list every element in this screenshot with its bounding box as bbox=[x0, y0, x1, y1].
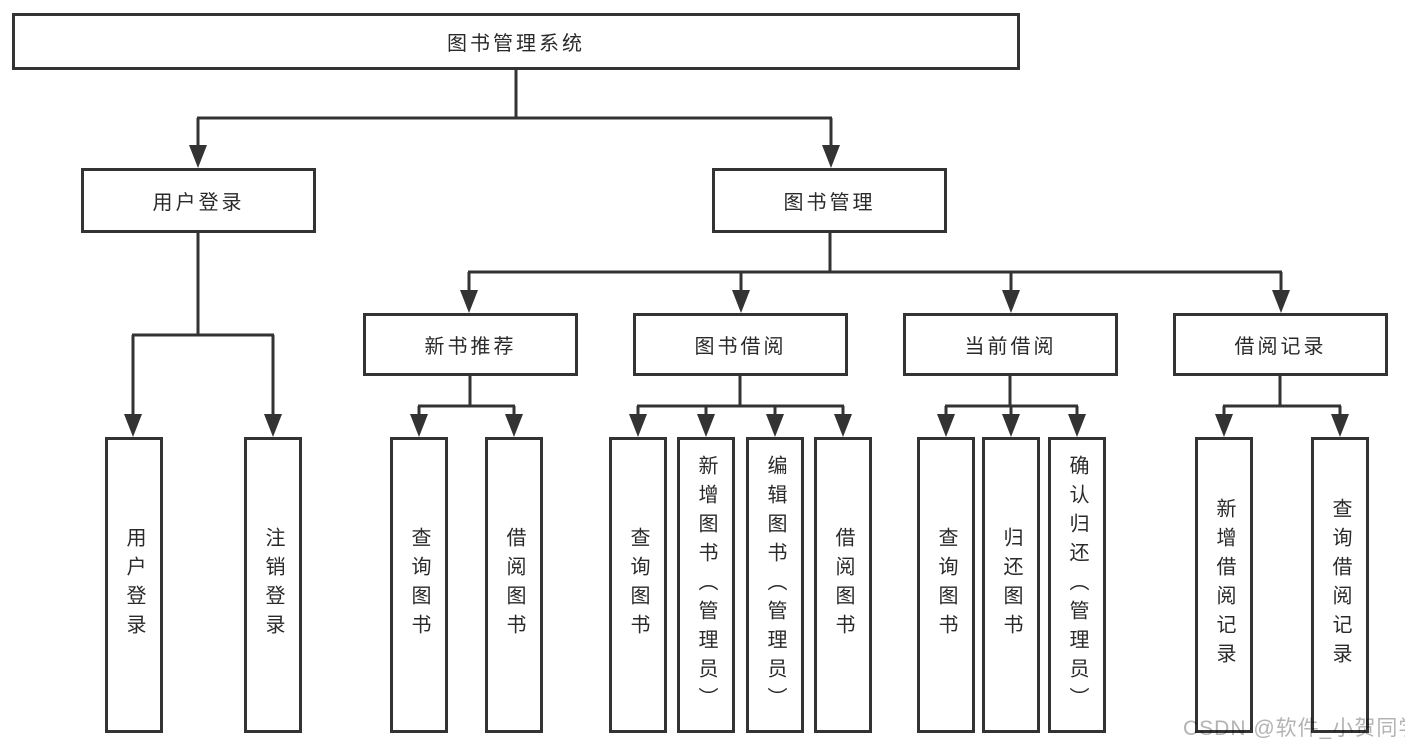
leaf-return-books-label: 归还图书 bbox=[1000, 527, 1022, 643]
leaf-edit-books-admin-label: 编辑图书（管理员） bbox=[764, 454, 786, 716]
node-borrowing-records: 借阅记录 bbox=[1173, 313, 1388, 376]
leaf-add-books-admin: 新增图书（管理员） bbox=[677, 437, 735, 733]
leaf-query-books-1-label: 查询图书 bbox=[408, 527, 430, 643]
leaf-query-books-2-label: 查询图书 bbox=[627, 527, 649, 643]
node-new-book-recommendation: 新书推荐 bbox=[363, 313, 578, 376]
leaf-user-login: 用户登录 bbox=[105, 437, 163, 733]
node-current-borrowing-label: 当前借阅 bbox=[964, 336, 1057, 358]
leaf-logout-label: 注销登录 bbox=[262, 527, 284, 643]
node-root-system: 图书管理系统 bbox=[12, 13, 1020, 70]
leaf-borrow-books-1-label: 借阅图书 bbox=[503, 527, 525, 643]
leaf-add-borrow-record-label: 新增借阅记录 bbox=[1213, 498, 1235, 672]
leaf-logout: 注销登录 bbox=[244, 437, 302, 733]
leaf-borrow-books-under-recommendation: 借阅图书 bbox=[485, 437, 543, 733]
node-user-login-group-label: 用户登录 bbox=[152, 192, 245, 214]
node-borrowing-records-label: 借阅记录 bbox=[1234, 336, 1327, 358]
leaf-query-books-under-current: 查询图书 bbox=[917, 437, 975, 733]
leaf-add-books-admin-label: 新增图书（管理员） bbox=[695, 454, 717, 716]
leaf-add-borrow-record: 新增借阅记录 bbox=[1195, 437, 1253, 733]
node-book-management-group: 图书管理 bbox=[712, 168, 947, 233]
leaf-query-borrow-record-label: 查询借阅记录 bbox=[1329, 498, 1351, 672]
leaf-confirm-return-admin-label: 确认归还（管理员） bbox=[1066, 454, 1088, 716]
leaf-query-books-3-label: 查询图书 bbox=[935, 527, 957, 643]
csdn-watermark: CSDN @软件_小贺同学 bbox=[1183, 717, 1405, 740]
leaf-confirm-return-admin: 确认归还（管理员） bbox=[1048, 437, 1106, 733]
node-book-borrowing-label: 图书借阅 bbox=[694, 336, 787, 358]
node-book-borrowing: 图书借阅 bbox=[633, 313, 848, 376]
leaf-borrow-books-under-borrowing: 借阅图书 bbox=[814, 437, 872, 733]
leaf-borrow-books-2-label: 借阅图书 bbox=[832, 527, 854, 643]
node-book-management-group-label: 图书管理 bbox=[783, 192, 876, 214]
node-new-book-recommendation-label: 新书推荐 bbox=[424, 336, 517, 358]
node-root-system-label: 图书管理系统 bbox=[447, 33, 585, 55]
leaf-query-books-under-recommendation: 查询图书 bbox=[390, 437, 448, 733]
arrowheads bbox=[124, 145, 1349, 437]
leaf-return-books: 归还图书 bbox=[982, 437, 1040, 733]
leaf-query-books-under-borrowing: 查询图书 bbox=[609, 437, 667, 733]
leaf-user-login-label: 用户登录 bbox=[123, 527, 145, 643]
leaf-edit-books-admin: 编辑图书（管理员） bbox=[746, 437, 804, 733]
node-current-borrowing: 当前借阅 bbox=[903, 313, 1118, 376]
node-user-login-group: 用户登录 bbox=[81, 168, 316, 233]
leaf-query-borrow-record: 查询借阅记录 bbox=[1311, 437, 1369, 733]
